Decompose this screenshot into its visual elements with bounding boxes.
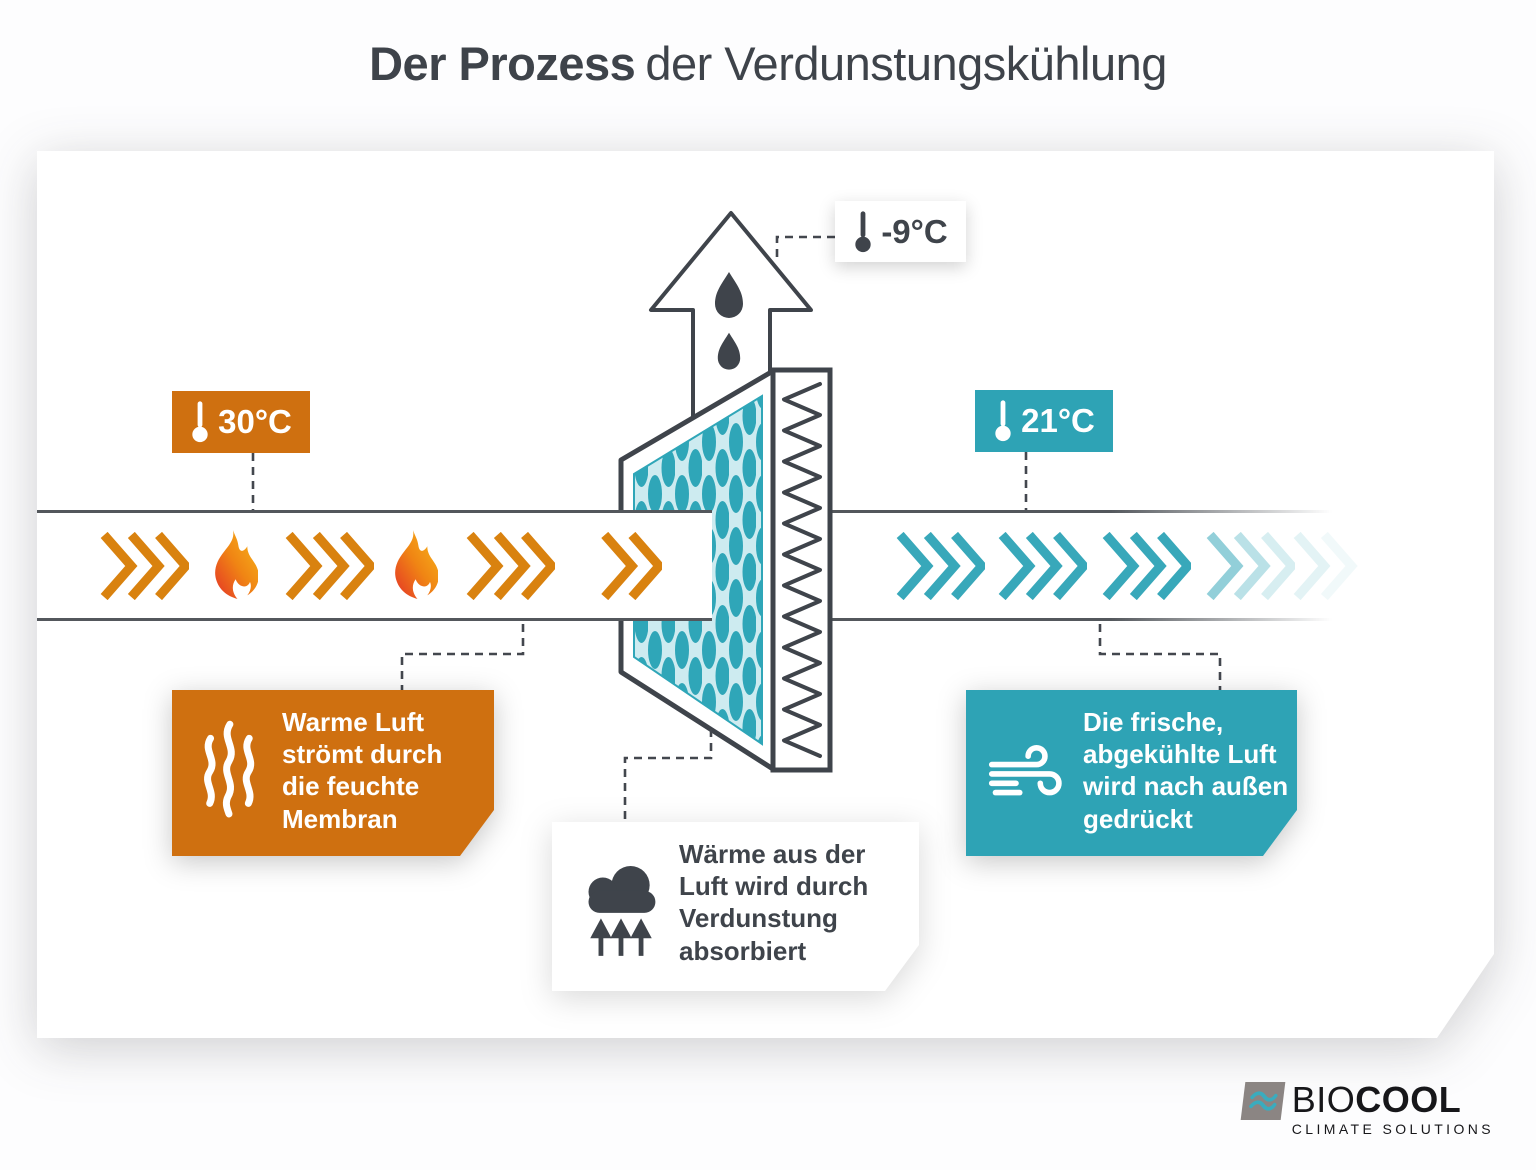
hot-air-chevrons-icon — [97, 532, 189, 600]
up-arrows-icon — [594, 923, 648, 955]
logo-tagline: CLIMATE SOLUTIONS — [1291, 1121, 1494, 1137]
page-title-light: der Verdunstungskühlung — [645, 37, 1167, 90]
temperature-badge-exhaust: -9°C — [835, 201, 966, 262]
duct-opening — [580, 513, 712, 621]
temperature-badge-cool: 21°C — [975, 390, 1113, 452]
temperature-value: -9°C — [881, 212, 948, 250]
cool-air-chevrons-icon — [893, 532, 985, 600]
cool-air-chevrons-fading-icon — [1203, 532, 1295, 600]
cool-air-chevrons-icon — [1099, 532, 1191, 600]
page-title-bold: Der Prozess — [369, 37, 636, 90]
flame-icon — [388, 527, 438, 603]
zigzag-media — [784, 384, 820, 756]
callout-text: Wärme aus der Luft wird durch Verdunstun… — [679, 839, 869, 966]
wind-icon — [988, 742, 1072, 804]
hot-air-chevrons-icon — [598, 532, 662, 600]
logo-mark — [1240, 1082, 1286, 1120]
temperature-value: 30°C — [218, 403, 292, 440]
hot-air-chevrons-icon — [463, 532, 555, 600]
cloud-icon — [578, 860, 664, 960]
temperature-value: 21°C — [1021, 402, 1095, 439]
diagram-card: 30°C -9°C 21°C — [37, 151, 1494, 1038]
biocool-logo: BIOCOOL CLIMATE SOLUTIONS — [1240, 1082, 1494, 1138]
diagram-card-shadow: 30°C -9°C 21°C — [37, 151, 1494, 1038]
temperature-badge-warm: 30°C — [172, 391, 310, 453]
approx-waves-icon — [1248, 1091, 1278, 1111]
callout-warm-air: Warme Luft strömt durch die feuchte Memb… — [172, 690, 494, 856]
evaporative-membrane-unit — [507, 191, 927, 831]
water-drop-icon — [718, 333, 740, 370]
water-drop-icon — [715, 272, 743, 318]
logo-wordmark: BIOCOOL — [1292, 1082, 1462, 1118]
cool-air-chevrons-fading-icon — [1290, 532, 1382, 600]
flame-icon — [208, 527, 258, 603]
steam-icon — [200, 712, 258, 828]
thermometer-icon — [853, 209, 873, 255]
logo-text: BIOCOOL CLIMATE SOLUTIONS — [1291, 1082, 1494, 1138]
thermometer-icon — [190, 399, 210, 445]
callout-text: Die frische, abgekühlte Luft wird nach a… — [1083, 707, 1289, 834]
callout-fresh-air: Die frische, abgekühlte Luft wird nach a… — [966, 690, 1297, 856]
callout-heat-absorbed: Wärme aus der Luft wird durch Verdunstun… — [552, 822, 919, 991]
callout-text: Warme Luft strömt durch die feuchte Memb… — [282, 707, 443, 834]
cool-air-chevrons-icon — [995, 532, 1087, 600]
hot-air-chevrons-icon — [282, 532, 374, 600]
thermometer-icon — [993, 398, 1013, 444]
logo-bio: BIO — [1291, 1079, 1356, 1120]
logo-cool: COOL — [1355, 1079, 1462, 1120]
